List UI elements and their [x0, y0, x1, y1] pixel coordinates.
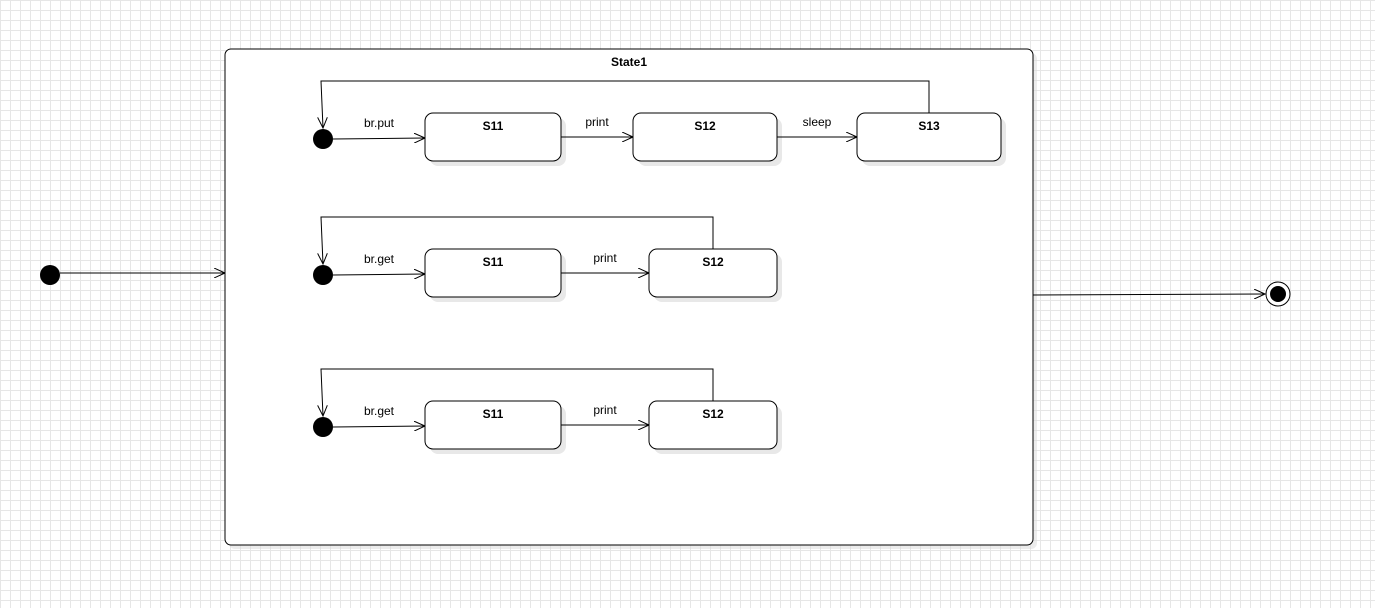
region3-initial-state[interactable]	[313, 417, 333, 437]
region2-transition-initial-s11[interactable]	[332, 274, 425, 275]
region3-state-s12[interactable]	[648, 400, 778, 450]
region1-transition-label-1: br.put	[364, 116, 395, 130]
region2-state-s12-name: S12	[702, 255, 724, 269]
region1-state-s13[interactable]	[856, 112, 1002, 162]
region1-initial-state[interactable]	[313, 129, 333, 149]
region3-loop-transition[interactable]	[321, 368, 714, 416]
region1-state-s12-name: S12	[694, 119, 716, 133]
region2-state-s12[interactable]	[648, 248, 778, 298]
region3-transition-initial-s11[interactable]	[332, 426, 425, 427]
region2-initial-state[interactable]	[313, 265, 333, 285]
region1-transition-label-2: print	[585, 115, 609, 129]
final-state-inner	[1270, 286, 1286, 302]
region3-transition-label-1: br.get	[364, 404, 395, 418]
composite-state-title: State1	[611, 55, 647, 69]
region1-state-s11-name: S11	[483, 119, 504, 133]
region3-transition-label-2: print	[593, 403, 617, 417]
region1-transition-initial-s11[interactable]	[332, 138, 425, 139]
region2-loop-transition[interactable]	[321, 216, 714, 264]
region1-state-s13-name: S13	[918, 119, 940, 133]
region2-transition-label-2: print	[593, 251, 617, 265]
region1-transition-label-3: sleep	[803, 115, 832, 129]
region2-state-s11-name: S11	[483, 255, 504, 269]
region3-state-s11-name: S11	[483, 407, 504, 421]
region1-loop-transition[interactable]	[321, 80, 930, 128]
region3-state-s12-name: S12	[702, 407, 724, 421]
region2-transition-label-1: br.get	[364, 252, 395, 266]
outer-initial-state[interactable]	[40, 265, 60, 285]
exit-transition[interactable]	[1032, 294, 1265, 295]
